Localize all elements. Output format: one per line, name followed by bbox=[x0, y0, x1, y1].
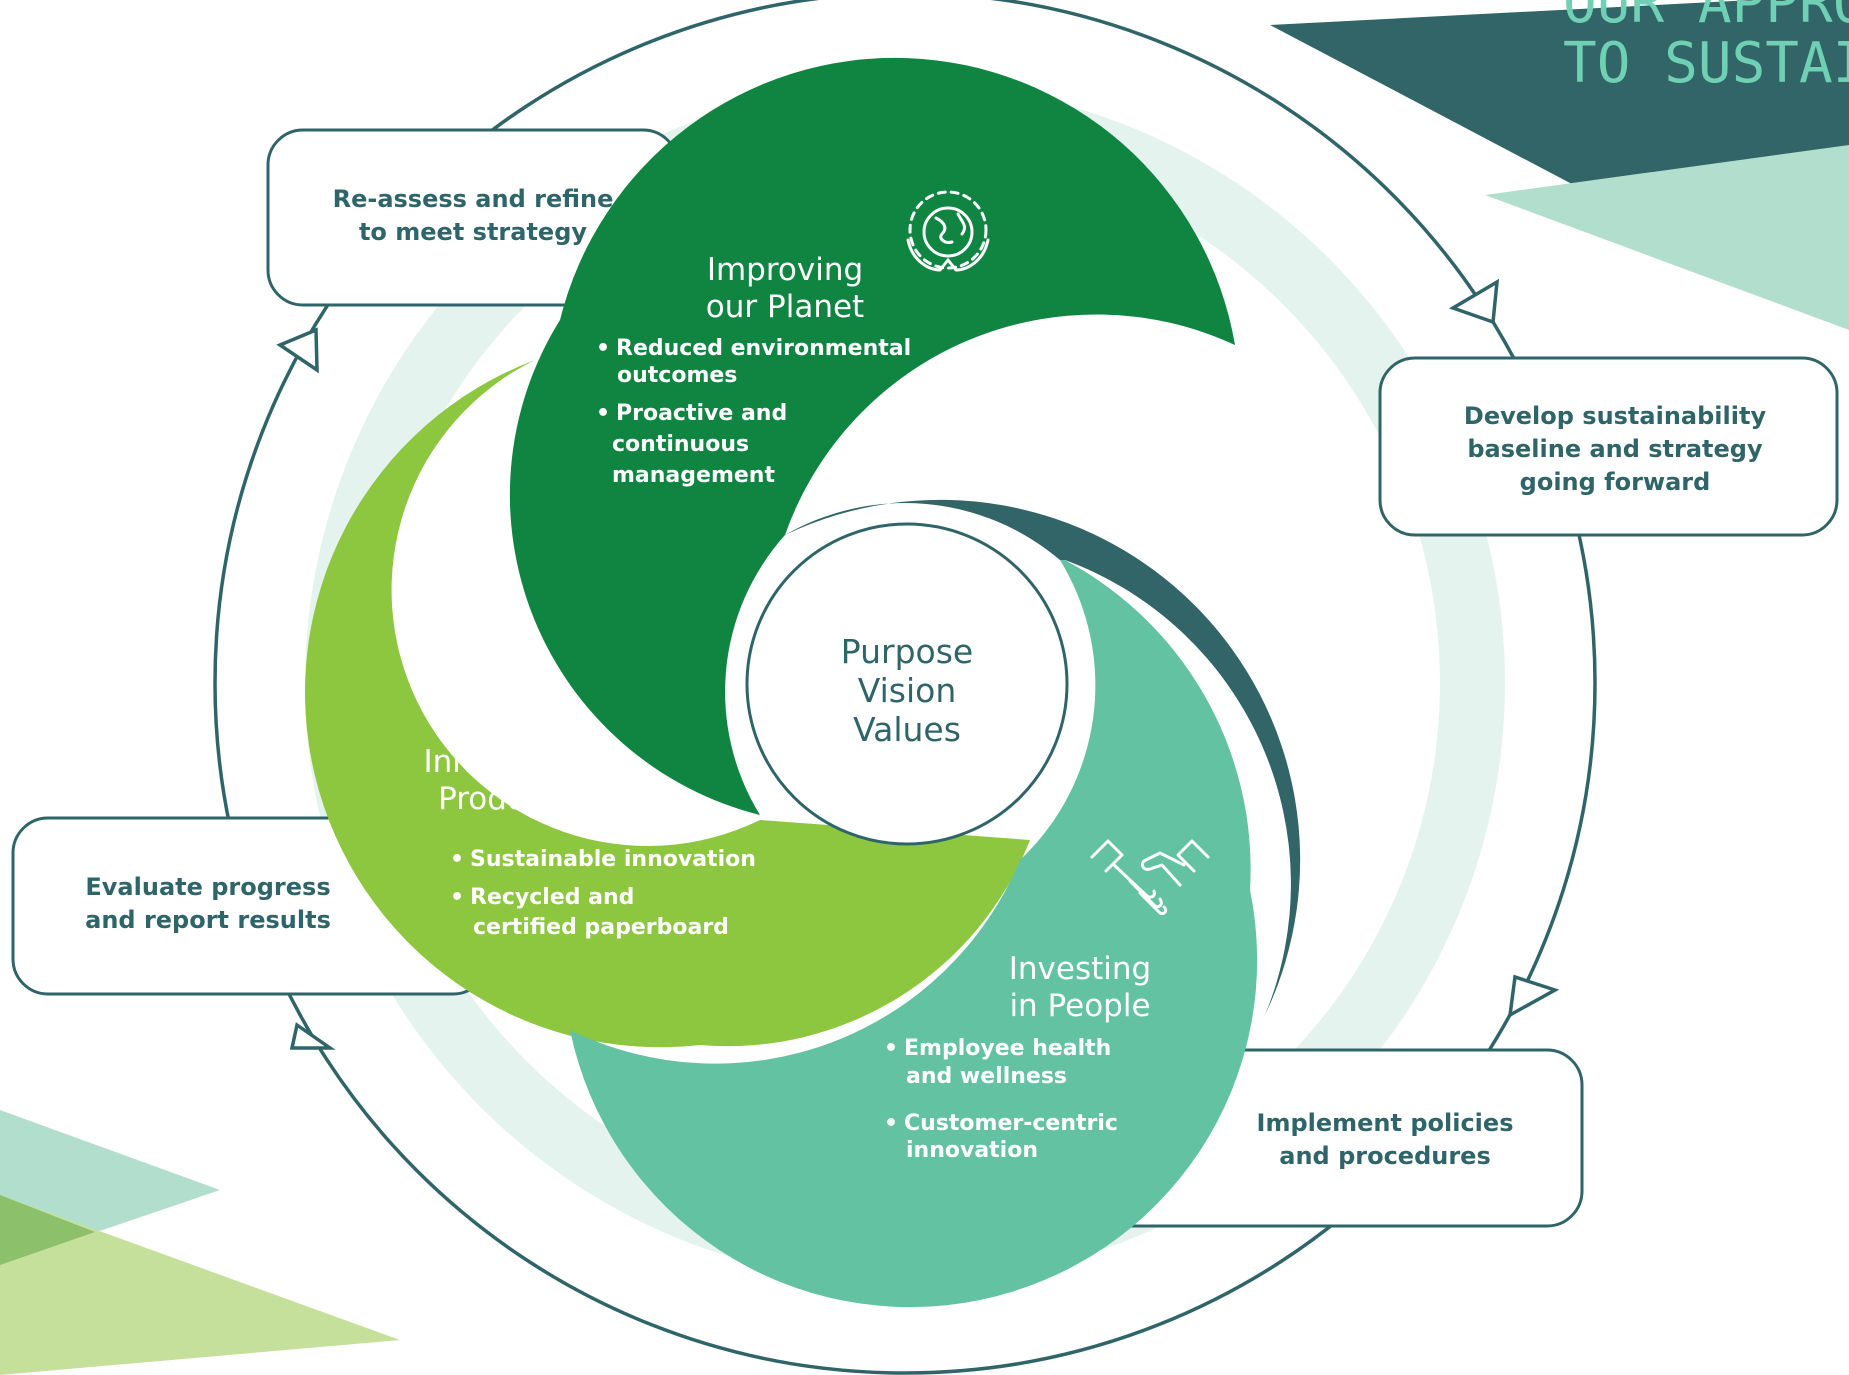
center-line-2: Vision bbox=[858, 671, 956, 710]
planet-bullet-dot-2: • bbox=[596, 401, 610, 426]
performance-title-line-2: Performance bbox=[1185, 532, 1381, 568]
earth-in-hands-icon bbox=[906, 190, 990, 272]
bottom-left-lime-triangle bbox=[0, 1195, 400, 1375]
decor-bottom-left bbox=[0, 1110, 400, 1375]
products-title-line-2: Products bbox=[438, 781, 572, 817]
petal-products bbox=[305, 360, 1030, 1048]
step-box-develop: Develop sustainability baseline and stra… bbox=[1378, 356, 1839, 537]
cycle-arrows bbox=[276, 278, 1560, 1050]
center-label: Purpose Vision Values bbox=[841, 632, 973, 749]
planet-bullet-2-line-1: Proactive and bbox=[616, 401, 787, 426]
center-line-1: Purpose bbox=[841, 632, 973, 671]
planet-bullet-1-line-2: outcomes bbox=[617, 363, 737, 388]
planet-content: Improving our Planet • Reduced environme… bbox=[596, 190, 990, 488]
header-line-1: OUR APPROACH bbox=[1563, 0, 1849, 36]
products-bullet-2-line-2: certified paperboard bbox=[473, 915, 729, 940]
arrow-bottom-left bbox=[289, 1022, 336, 1050]
products-title-line-1: Innovative bbox=[424, 744, 587, 780]
petal-people bbox=[570, 555, 1258, 1308]
develop-line-2: baseline and strategy bbox=[1467, 435, 1763, 463]
decor-top-right: OUR APPROACH TO SUSTAINABIL bbox=[1270, 0, 1849, 330]
planet-title-line-2: our Planet bbox=[706, 289, 864, 325]
products-content: Innovative Products • Sustainable innova… bbox=[418, 614, 756, 940]
develop-line-3: going forward bbox=[1520, 468, 1711, 496]
planet-bullet-dot-1: • bbox=[596, 336, 610, 361]
evaluate-line-2: and report results bbox=[85, 906, 331, 934]
implement-line-2: and procedures bbox=[1279, 1142, 1491, 1170]
performance-bullet-dot-2: • bbox=[1236, 644, 1250, 669]
performance-bullet-2-line-1: Shareholder bbox=[1256, 644, 1408, 669]
lightbulb-icon bbox=[418, 614, 512, 729]
people-bullet-dot-2: • bbox=[884, 1111, 898, 1136]
performance-bullet-1-line-2: and ethics bbox=[1258, 606, 1387, 631]
header-line-2: TO SUSTAINABIL bbox=[1563, 31, 1849, 96]
petal-planet bbox=[509, 57, 1235, 816]
center-line-3: Values bbox=[853, 710, 961, 749]
center-circle bbox=[745, 522, 1069, 846]
arrow-top-right bbox=[1448, 278, 1500, 325]
planet-title-line-1: Improving bbox=[707, 252, 863, 288]
box-develop bbox=[1378, 356, 1839, 537]
people-bullet-2-line-1: Customer-centric bbox=[904, 1111, 1118, 1136]
people-bullet-1-line-2: and wellness bbox=[906, 1064, 1067, 1089]
performance-bullet-1-line-1: Governance bbox=[1256, 579, 1403, 604]
people-bullet-1-line-1: Employee health bbox=[904, 1036, 1111, 1061]
evaluate-line-1: Evaluate progress bbox=[85, 873, 330, 901]
performance-content: Inspired Performance • Governance and et… bbox=[1133, 406, 1408, 696]
people-title-line-1: Investing bbox=[1009, 951, 1151, 987]
people-title-line-2: in People bbox=[1009, 988, 1150, 1024]
products-bullet-dot-1: • bbox=[450, 847, 464, 872]
pinwheel bbox=[305, 57, 1301, 1308]
arrow-top-left bbox=[276, 327, 319, 374]
products-bullet-2-line-1: Recycled and bbox=[470, 885, 634, 910]
performance-title-line-1: Inspired bbox=[1221, 495, 1345, 531]
planet-bullet-1-line-1: Reduced environmental bbox=[616, 336, 911, 361]
products-bullet-1-line-1: Sustainable innovation bbox=[470, 847, 756, 872]
develop-line-1: Develop sustainability bbox=[1464, 402, 1767, 430]
people-bullet-2-line-2: innovation bbox=[906, 1138, 1038, 1163]
arrow-bottom-right bbox=[1507, 974, 1560, 1019]
reassess-line-1: Re-assess and refine bbox=[333, 185, 614, 213]
planet-bullet-2-line-3: management bbox=[612, 463, 775, 488]
performance-bullet-dot-1: • bbox=[1236, 579, 1250, 604]
reassess-line-2: to meet strategy bbox=[359, 218, 587, 246]
people-bullet-dot-1: • bbox=[884, 1036, 898, 1061]
growth-chart-icon bbox=[1133, 406, 1212, 475]
people-content: Investing in People • Employee health an… bbox=[884, 839, 1210, 1163]
products-bullet-dot-2: • bbox=[450, 885, 464, 910]
cycle-ring bbox=[213, 0, 1597, 1375]
top-right-mint-triangle bbox=[1485, 145, 1849, 330]
implement-line-1: Implement policies bbox=[1257, 1109, 1514, 1137]
bottom-left-overlap-triangle bbox=[0, 1195, 95, 1265]
performance-bullet-2-line-2: value bbox=[1258, 671, 1325, 696]
planet-bullet-2-line-2: continuous bbox=[612, 432, 749, 457]
handshake-icon bbox=[1090, 839, 1210, 915]
